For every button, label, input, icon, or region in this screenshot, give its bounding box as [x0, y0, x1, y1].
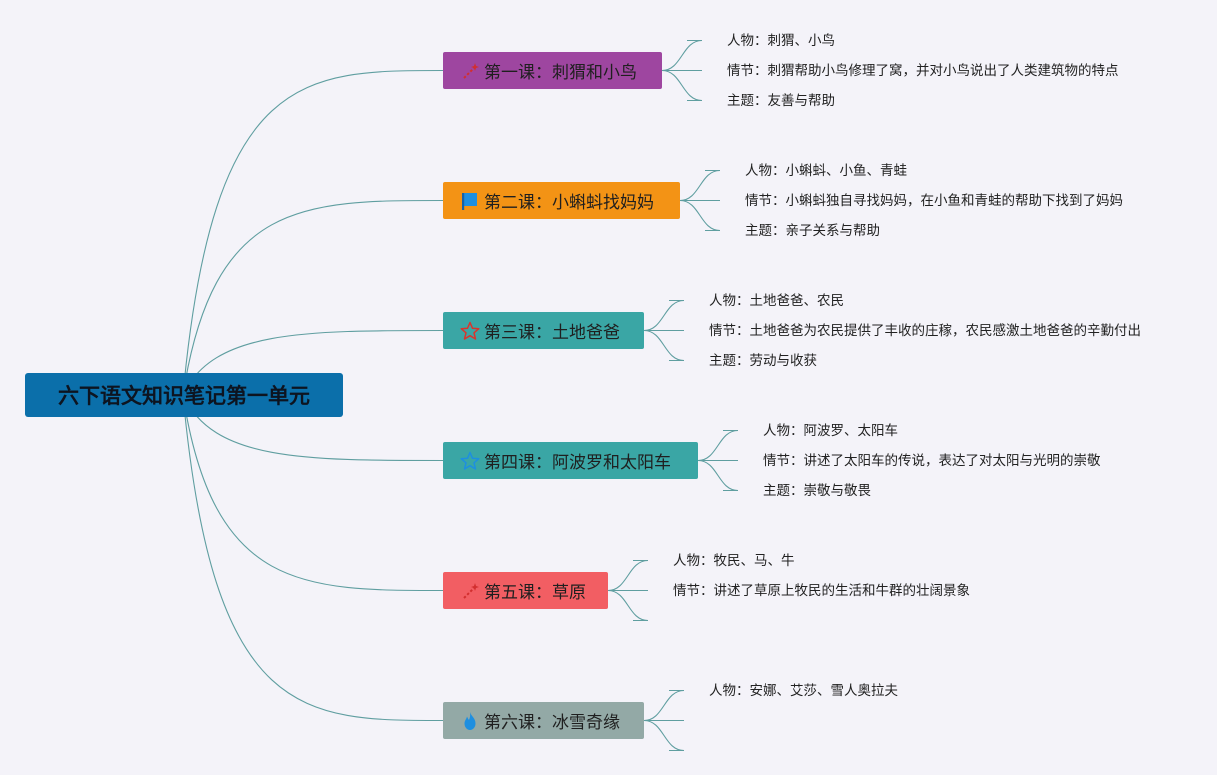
detail-connector	[643, 329, 685, 362]
lesson-title: 第一课：刺猬和小鸟	[484, 63, 637, 83]
lesson-detail[interactable]: 主题：崇敬与敬畏	[763, 482, 871, 499]
detail-connector	[643, 299, 685, 332]
lesson-title: 第三课：土地爸爸	[484, 323, 620, 343]
detail-connector	[607, 589, 649, 622]
flag-icon	[460, 191, 480, 211]
detail-connector	[643, 689, 685, 722]
lesson-detail[interactable]: 主题：劳动与收获	[709, 352, 817, 369]
lesson-detail[interactable]: 人物：安娜、艾莎、雪人奥拉夫	[709, 682, 898, 699]
root-topic[interactable]: 六下语文知识笔记第一单元	[25, 373, 343, 417]
lesson-title: 第四课：阿波罗和太阳车	[484, 453, 671, 473]
root-connector	[182, 394, 444, 722]
detail-connector	[643, 719, 685, 752]
lesson-detail[interactable]: 人物：刺猬、小鸟	[727, 32, 835, 49]
detail-connector	[607, 559, 649, 592]
magic-wand-icon	[460, 61, 480, 81]
lesson-detail[interactable]: 情节：讲述了太阳车的传说，表达了对太阳与光明的崇敬	[763, 452, 1101, 469]
lesson-topic[interactable]: 第三课：土地爸爸	[443, 312, 644, 349]
lesson-detail[interactable]: 人物：小蝌蚪、小鱼、青蛙	[745, 162, 907, 179]
lesson-topic[interactable]: 第一课：刺猬和小鸟	[443, 52, 662, 89]
detail-connector	[661, 69, 703, 102]
root-connector	[182, 69, 444, 396]
lesson-title: 第二课：小蝌蚪找妈妈	[484, 193, 654, 213]
lesson-detail[interactable]: 情节：刺猬帮助小鸟修理了窝，并对小鸟说出了人类建筑物的特点	[727, 62, 1119, 79]
lesson-topic[interactable]: 第二课：小蝌蚪找妈妈	[443, 182, 680, 219]
root-connector	[182, 199, 444, 396]
flame-icon	[460, 711, 480, 731]
root-title: 六下语文知识笔记第一单元	[58, 384, 310, 408]
detail-connector	[679, 199, 721, 232]
lesson-detail[interactable]: 主题：亲子关系与帮助	[745, 222, 880, 239]
lesson-detail[interactable]: 人物：牧民、马、牛	[673, 552, 795, 569]
lesson-title: 第五课：草原	[484, 583, 586, 603]
lesson-topic[interactable]: 第六课：冰雪奇缘	[443, 702, 644, 739]
lesson-detail[interactable]: 人物：土地爸爸、农民	[709, 292, 844, 309]
lesson-title: 第六课：冰雪奇缘	[484, 713, 620, 733]
star-outline-icon	[460, 321, 480, 341]
lesson-detail[interactable]: 情节：讲述了草原上牧民的生活和牛群的壮阔景象	[673, 582, 970, 599]
magic-wand-icon	[460, 581, 480, 601]
lesson-detail[interactable]: 主题：友善与帮助	[727, 92, 835, 109]
lesson-detail[interactable]: 人物：阿波罗、太阳车	[763, 422, 898, 439]
detail-connector	[697, 429, 739, 462]
detail-connector	[697, 459, 739, 492]
lesson-detail[interactable]: 情节：小蝌蚪独自寻找妈妈，在小鱼和青蛙的帮助下找到了妈妈	[745, 192, 1123, 209]
detail-connector	[679, 169, 721, 202]
lesson-topic[interactable]: 第四课：阿波罗和太阳车	[443, 442, 698, 479]
root-connector	[182, 394, 444, 462]
star-outline-icon	[460, 451, 480, 471]
lesson-detail[interactable]: 情节：土地爸爸为农民提供了丰收的庄稼，农民感激土地爸爸的辛勤付出	[709, 322, 1141, 339]
root-connector	[182, 394, 444, 592]
lesson-topic[interactable]: 第五课：草原	[443, 572, 608, 609]
detail-connector	[661, 39, 703, 72]
